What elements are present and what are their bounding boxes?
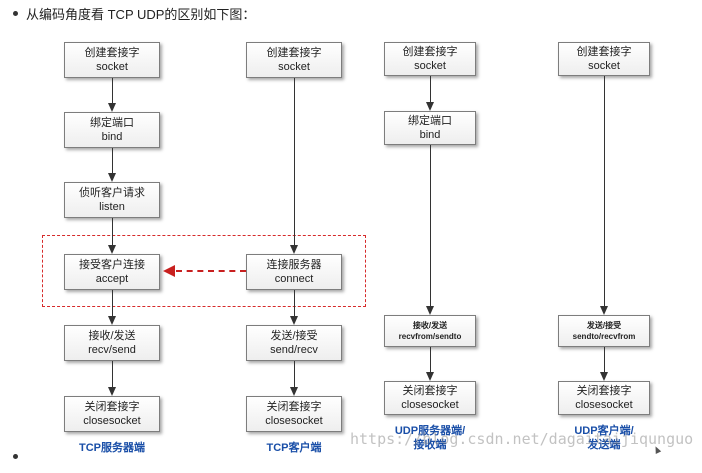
step-box: 关闭套接字 closesocket: [64, 396, 160, 432]
flow-line: [430, 145, 431, 308]
step-label-zh: 接收/发送: [412, 321, 448, 330]
step-label-en: bind: [101, 131, 123, 143]
flow-line: [112, 361, 113, 389]
step-label-en: bind: [419, 129, 441, 141]
step-label-zh: 绑定端口: [90, 117, 134, 129]
flow-line: [604, 76, 605, 308]
step-box: 连接服务器 connect: [246, 254, 342, 290]
arrow-down-icon: [426, 372, 434, 381]
caption-line: 发送端: [587, 439, 621, 451]
step-box: 关闭套接字 closesocket: [558, 381, 650, 415]
column-caption: UDP客户端/ 发送端: [554, 424, 654, 452]
flow-line: [604, 347, 605, 374]
step-label-zh: 连接服务器: [266, 259, 322, 271]
flow-line: [112, 290, 113, 318]
caption-line: UDP客户端/: [574, 425, 634, 437]
flow-line: [294, 78, 295, 247]
step-label-zh: 侦听客户请求: [79, 187, 145, 199]
step-label-en: closesocket: [83, 415, 141, 427]
arrow-down-icon: [108, 103, 116, 112]
connection-highlight-box: [42, 235, 366, 307]
bullet-icon: [13, 454, 18, 459]
caption-line: 接收端: [413, 439, 447, 451]
bullet-icon: [13, 11, 18, 16]
step-box: 接受客户连接 accept: [64, 254, 160, 290]
step-box: 绑定端口 bind: [384, 111, 476, 145]
step-label-en: socket: [96, 61, 128, 73]
arrow-down-icon: [108, 316, 116, 325]
arrow-down-icon: [600, 306, 608, 315]
arrow-down-icon: [108, 387, 116, 396]
arrow-down-icon: [108, 245, 116, 254]
step-label-zh: 关闭套接字: [402, 385, 458, 397]
step-box: 关闭套接字 closesocket: [384, 381, 476, 415]
caption-line: TCP服务器端: [79, 442, 145, 454]
step-label-en: sendto/recvfrom: [572, 332, 636, 341]
watermark: https://blog.csdn.net/dagaitaijiqunguo: [350, 430, 694, 448]
step-box: 侦听客户请求 listen: [64, 182, 160, 218]
arrow-down-icon: [426, 102, 434, 111]
step-label-en: socket: [278, 61, 310, 73]
step-label-zh: 创建套接字: [402, 46, 458, 58]
step-label-zh: 发送/接受: [270, 330, 318, 342]
flow-line: [294, 290, 295, 318]
arrow-down-icon: [426, 306, 434, 315]
flow-line: [294, 361, 295, 389]
caption-line: TCP客户端: [266, 442, 322, 454]
step-label-en: send/recv: [270, 344, 318, 356]
step-box: 接收/发送 recv/send: [64, 325, 160, 361]
column-caption: TCP服务器端: [62, 441, 162, 455]
step-label-en: accept: [95, 273, 129, 285]
arrow-down-icon: [108, 173, 116, 182]
flow-line: [112, 78, 113, 105]
caption-line: UDP服务器端/: [394, 425, 466, 437]
step-box: 发送/接受 send/recv: [246, 325, 342, 361]
connect-arrow-line: [176, 270, 246, 272]
arrow-down-icon: [600, 372, 608, 381]
step-label-en: recv/send: [88, 344, 136, 356]
step-label-zh: 创建套接字: [266, 47, 322, 59]
step-box: 创建套接字 socket: [384, 42, 476, 76]
step-label-zh: 绑定端口: [408, 115, 452, 127]
step-box: 关闭套接字 closesocket: [246, 396, 342, 432]
step-label-zh: 关闭套接字: [84, 401, 140, 413]
column-caption: TCP客户端: [244, 441, 344, 455]
step-label-en: socket: [414, 60, 446, 72]
step-label-en: listen: [99, 201, 125, 213]
flow-line: [430, 76, 431, 104]
flow-line: [112, 148, 113, 175]
arrow-down-icon: [290, 316, 298, 325]
step-box: 绑定端口 bind: [64, 112, 160, 148]
step-label-zh: 接收/发送: [88, 330, 136, 342]
step-label-en: socket: [588, 60, 620, 72]
step-box: 发送/接受 sendto/recvfrom: [558, 315, 650, 347]
step-label-en: closesocket: [401, 399, 459, 411]
column-caption: UDP服务器端/ 接收端: [380, 424, 480, 452]
step-box: 创建套接字 socket: [64, 42, 160, 78]
step-label-en: closesocket: [265, 415, 323, 427]
arrow-down-icon: [290, 245, 298, 254]
step-label-zh: 接受客户连接: [79, 259, 145, 271]
step-label-zh: 关闭套接字: [266, 401, 322, 413]
step-label-zh: 关闭套接字: [576, 385, 632, 397]
step-label-en: recvfrom/sendto: [398, 332, 462, 341]
step-box: 接收/发送 recvfrom/sendto: [384, 315, 476, 347]
flow-line: [112, 218, 113, 247]
arrow-left-icon: [163, 265, 175, 277]
step-label-en: closesocket: [575, 399, 633, 411]
step-box: 创建套接字 socket: [246, 42, 342, 78]
step-label-zh: 创建套接字: [84, 47, 140, 59]
page-heading: 从编码角度看 TCP UDP的区别如下图：: [26, 7, 256, 22]
step-box: 创建套接字 socket: [558, 42, 650, 76]
step-label-zh: 发送/接受: [586, 321, 622, 330]
step-label-en: connect: [274, 273, 314, 285]
step-label-zh: 创建套接字: [576, 46, 632, 58]
flow-line: [430, 347, 431, 374]
arrow-down-icon: [290, 387, 298, 396]
